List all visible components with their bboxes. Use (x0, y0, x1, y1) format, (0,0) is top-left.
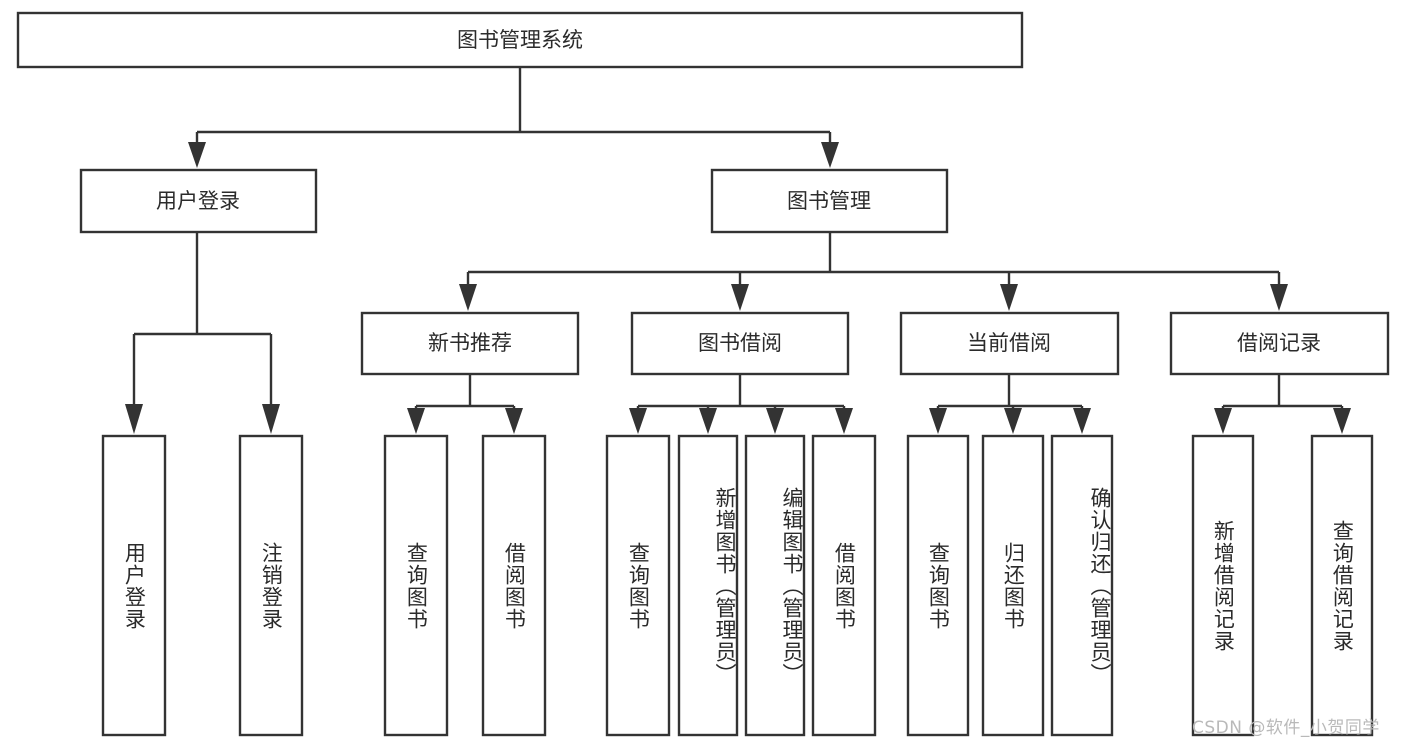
node-book-borrow-label: 图书借阅 (698, 331, 782, 355)
node-new-book-recommend-box[interactable] (360, 311, 580, 376)
node-book-manage-label: 图书管理 (787, 189, 871, 213)
leaf-box-return-book[interactable] (981, 434, 1045, 737)
node-current-borrow-label: 当前借阅 (967, 331, 1051, 355)
node-book-borrow[interactable]: 图书借阅 (630, 311, 850, 376)
node-book-manage-box[interactable] (710, 168, 949, 234)
node-user-login[interactable]: 用户登录 (79, 168, 318, 234)
node-root-label: 图书管理系统 (457, 28, 583, 52)
node-borrow-record-label: 借阅记录 (1237, 331, 1321, 355)
leaf-box-add-record[interactable] (1191, 434, 1255, 737)
arrow-to-leaf-confirm-return (1073, 408, 1091, 434)
arrow-to-leaf-user-logout (262, 404, 280, 434)
connector-group-root (188, 67, 839, 168)
arrow-to-new-book-recommend (459, 284, 477, 311)
node-borrow-record[interactable]: 借阅记录 (1169, 311, 1390, 376)
leaf-box-query-book-rec[interactable] (383, 434, 449, 737)
arrow-to-leaf-add-record (1214, 408, 1232, 434)
leaf-box-add-book[interactable] (677, 434, 739, 737)
leaf-box-user-login[interactable] (101, 434, 167, 737)
arrow-to-leaf-edit-book (766, 408, 784, 434)
leaf-box-borrow-book[interactable] (811, 434, 877, 737)
arrow-to-leaf-query-book-borrow (629, 408, 647, 434)
node-new-book-recommend[interactable]: 新书推荐 (360, 311, 580, 376)
node-borrow-record-box[interactable] (1169, 311, 1390, 376)
arrow-to-leaf-borrow-book-rec (505, 408, 523, 434)
node-book-manage[interactable]: 图书管理 (710, 168, 949, 234)
arrow-to-leaf-query-book-rec (407, 408, 425, 434)
leaf-box-query-book-borrow[interactable] (605, 434, 671, 737)
arrow-to-leaf-borrow-book (835, 408, 853, 434)
csdn-watermark: CSDN @软件_小贺同学 (1192, 718, 1380, 738)
node-user-login-label: 用户登录 (156, 189, 240, 213)
connector-group-borrow-record (1214, 374, 1351, 434)
leaf-box-query-book-cur[interactable] (906, 434, 970, 737)
connector-group-book-borrow (629, 374, 853, 434)
arrow-to-user-login (188, 142, 206, 168)
node-user-login-box[interactable] (79, 168, 318, 234)
leaf-box-user-logout[interactable] (238, 434, 304, 737)
leaf-boxes (101, 434, 1374, 737)
node-current-borrow-box[interactable] (899, 311, 1120, 376)
connector-group-user-login (125, 232, 280, 434)
arrow-to-leaf-add-book (699, 408, 717, 434)
connector-group-book-manage (459, 232, 1288, 311)
node-book-borrow-box[interactable] (630, 311, 850, 376)
leaf-box-query-record[interactable] (1310, 434, 1374, 737)
connector-group-new-book-recommend (407, 374, 523, 434)
connector-group-current-borrow (929, 374, 1091, 434)
arrow-to-leaf-return-book (1004, 408, 1022, 434)
node-root-box[interactable] (16, 11, 1024, 69)
node-root[interactable]: 图书管理系统 (16, 11, 1024, 69)
leaf-box-borrow-book-rec[interactable] (481, 434, 547, 737)
arrow-to-leaf-user-login (125, 404, 143, 434)
node-new-book-recommend-label: 新书推荐 (428, 331, 512, 355)
node-current-borrow[interactable]: 当前借阅 (899, 311, 1120, 376)
arrow-to-borrow-record (1270, 284, 1288, 311)
arrow-to-book-manage (821, 142, 839, 168)
leaf-box-edit-book[interactable] (744, 434, 806, 737)
arrow-to-current-borrow (1000, 284, 1018, 311)
arrow-to-leaf-query-book-cur (929, 408, 947, 434)
arrow-to-book-borrow (731, 284, 749, 311)
arrow-to-leaf-query-record (1333, 408, 1351, 434)
leaf-box-confirm-return[interactable] (1050, 434, 1114, 737)
